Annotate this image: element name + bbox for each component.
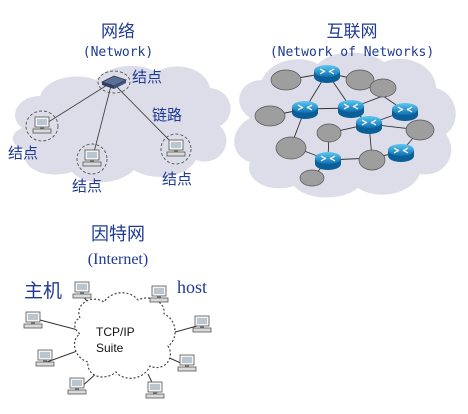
computer-icon (145, 381, 165, 399)
router-icon (391, 102, 419, 122)
core-label-line2: Suite (96, 341, 124, 355)
node-highlight-left (25, 110, 59, 142)
router-icon (337, 99, 365, 119)
network-diagram: 网络 (Network) 结点 链路 结点 结点 结点 (8, 22, 231, 195)
computer-icon (177, 354, 197, 372)
network-link (41, 81, 113, 127)
node-highlight-top (97, 70, 131, 94)
internetwork-title: 互联网 (327, 22, 378, 42)
network-link (92, 81, 113, 157)
router-icon (355, 115, 383, 135)
host-label-cn: 主机 (24, 280, 62, 302)
node-highlight-right (160, 133, 192, 165)
router-icon (291, 100, 319, 120)
node-label-middle: 结点 (72, 177, 102, 195)
internet-core-cloud (73, 292, 176, 379)
computer-icon (166, 139, 186, 157)
node-label-left: 结点 (8, 144, 38, 162)
router-icon (387, 143, 415, 163)
computer-icon (67, 377, 87, 395)
computer-icon (35, 349, 55, 367)
computer-icon (23, 311, 43, 329)
computer-icon (72, 281, 92, 299)
network-subtitle: (Network) (83, 45, 153, 60)
router-icon (313, 64, 341, 84)
host-label-en: host (177, 277, 207, 297)
internet-title: 因特网 (91, 224, 145, 245)
link-label: 链路 (152, 106, 182, 124)
internet-subtitle: (Internet) (88, 251, 148, 268)
computer-icon (149, 285, 169, 303)
computer-icon (82, 149, 102, 167)
subnet-clouds (254, 69, 435, 187)
internetwork-diagram: 互联网 (Network of Networks) (234, 22, 456, 198)
network-title: 网络 (101, 22, 135, 42)
node-label-right: 结点 (162, 170, 192, 188)
internet-diagram: 因特网 (Internet) 主机 host TCP/IP Suite (23, 224, 212, 399)
switch-icon (101, 75, 127, 89)
network-link (111, 81, 176, 147)
internetwork-subtitle: (Network of Networks) (270, 45, 434, 60)
computer-icon (32, 116, 52, 134)
node-label-top: 结点 (132, 68, 162, 86)
node-highlight-middle (76, 143, 108, 175)
computer-icon (192, 315, 212, 333)
core-label-line1: TCP/IP (96, 325, 135, 339)
router-icon (314, 151, 342, 171)
